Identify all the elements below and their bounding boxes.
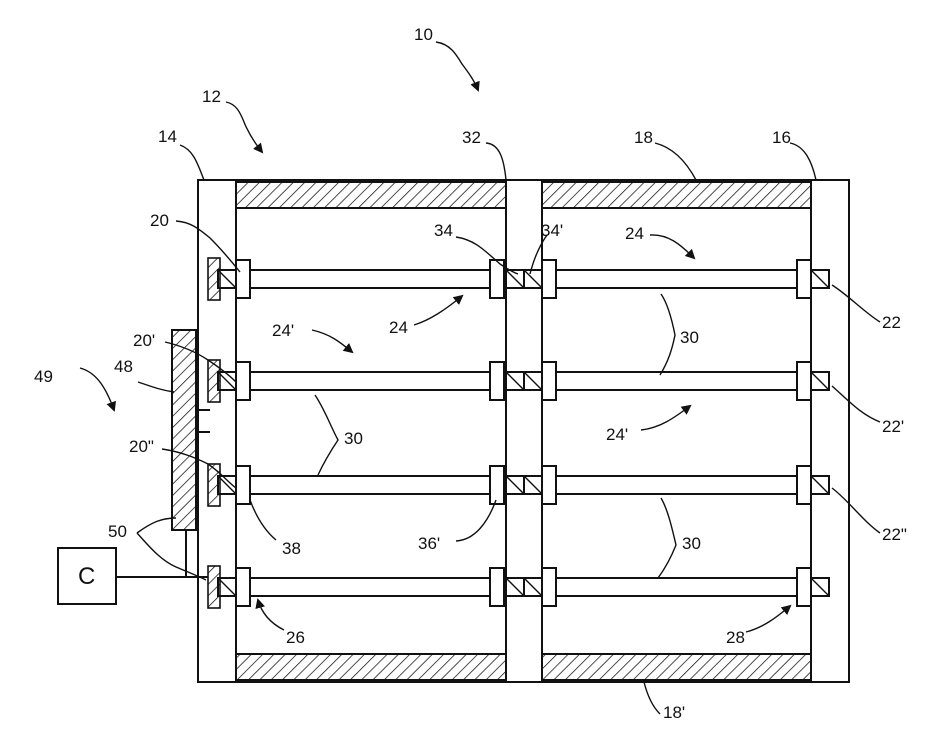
label-32: 32 bbox=[462, 128, 481, 147]
label-38: 38 bbox=[282, 539, 301, 558]
label-24-prime-left: 24' bbox=[272, 321, 294, 340]
label-22-double-prime: 22" bbox=[882, 525, 907, 544]
label-26: 26 bbox=[286, 628, 305, 647]
shaft-rows bbox=[218, 260, 829, 606]
label-30-b: 30 bbox=[344, 429, 363, 448]
label-50: 50 bbox=[108, 522, 127, 541]
label-20: 20 bbox=[150, 211, 169, 230]
label-30-c: 30 bbox=[682, 534, 701, 553]
shaft-row bbox=[218, 362, 829, 400]
label-16: 16 bbox=[772, 128, 791, 147]
label-22: 22 bbox=[882, 313, 901, 332]
label-24-prime-right: 24' bbox=[606, 425, 628, 444]
label-34-prime: 34' bbox=[541, 221, 563, 240]
label-18-prime: 18' bbox=[663, 703, 685, 722]
label-24-mid: 24 bbox=[389, 318, 408, 337]
outer-frame bbox=[198, 180, 849, 682]
label-20-double-prime: 20" bbox=[129, 437, 154, 456]
bottom-rail-left bbox=[236, 654, 506, 680]
shaft-row bbox=[218, 568, 829, 606]
label-48: 48 bbox=[114, 357, 133, 376]
label-49: 49 bbox=[34, 367, 53, 386]
label-24-top: 24 bbox=[625, 224, 644, 243]
label-36-prime: 36' bbox=[418, 534, 440, 553]
label-34: 34 bbox=[434, 221, 453, 240]
top-rail-right bbox=[542, 182, 811, 208]
top-rail-left bbox=[236, 182, 506, 208]
label-10: 10 bbox=[414, 25, 433, 44]
label-28: 28 bbox=[726, 628, 745, 647]
shaft-row bbox=[218, 466, 829, 504]
label-20-prime: 20' bbox=[133, 331, 155, 350]
label-14: 14 bbox=[158, 127, 177, 146]
label-22-prime: 22' bbox=[882, 417, 904, 436]
controller-label: C bbox=[78, 563, 95, 590]
label-30-a: 30 bbox=[680, 328, 699, 347]
shaft-row bbox=[218, 260, 829, 298]
label-18: 18 bbox=[634, 128, 653, 147]
bottom-rail-right bbox=[542, 654, 811, 680]
rack-48 bbox=[172, 330, 196, 530]
label-12: 12 bbox=[202, 87, 221, 106]
